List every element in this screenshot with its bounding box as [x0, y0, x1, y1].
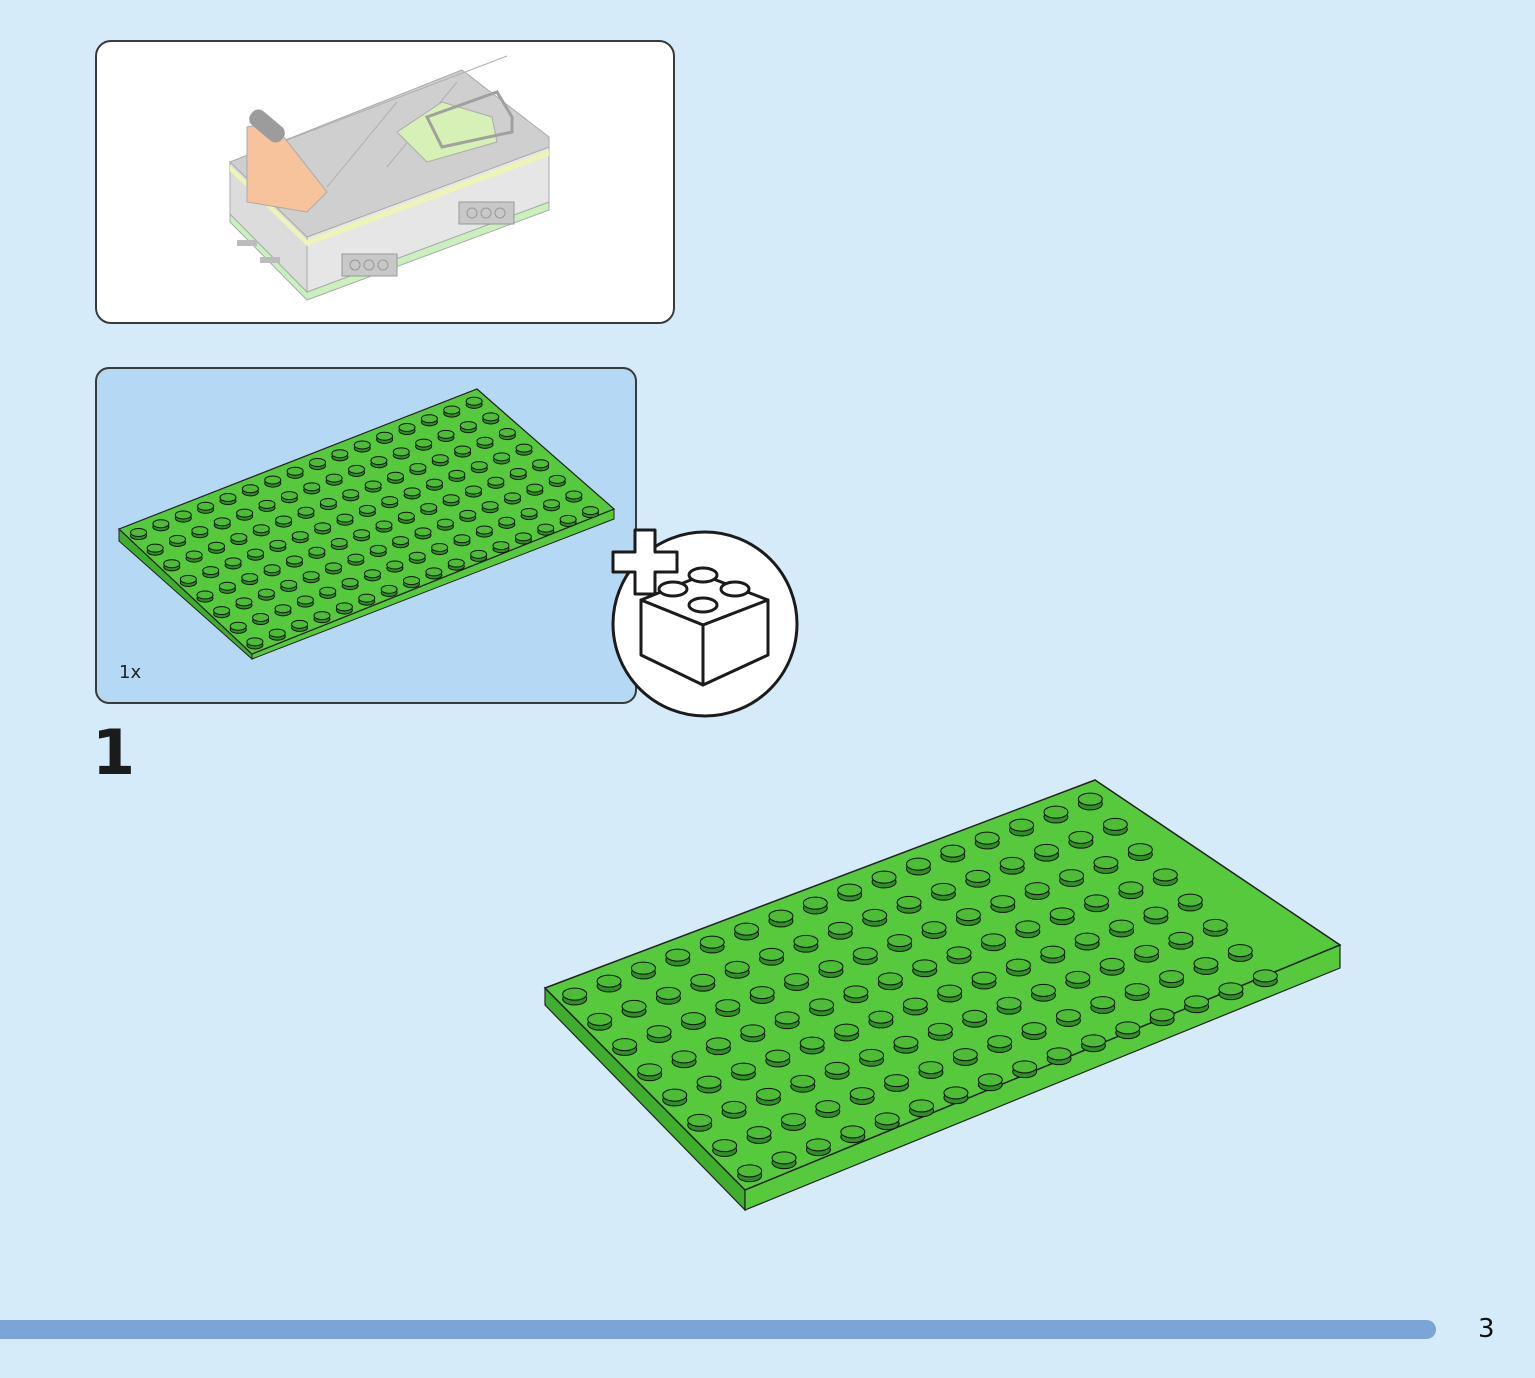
parts-list-panel: 1x — [95, 367, 637, 704]
step-illustration — [535, 770, 1350, 1220]
baseplate-studs — [562, 792, 1278, 1183]
green-baseplate-part — [117, 388, 616, 661]
brick-icon — [639, 566, 770, 687]
finished-model-preview — [95, 40, 675, 324]
progress-bar — [0, 1320, 1436, 1339]
part-quantity: 1x — [119, 662, 142, 683]
add-brick-icon — [603, 525, 803, 725]
green-baseplate-icon — [543, 779, 1342, 1212]
step-number: 1 — [92, 716, 136, 789]
finished-model-icon — [229, 55, 550, 301]
baseplate-studs — [130, 396, 599, 650]
page-number: 3 — [1478, 1314, 1495, 1344]
